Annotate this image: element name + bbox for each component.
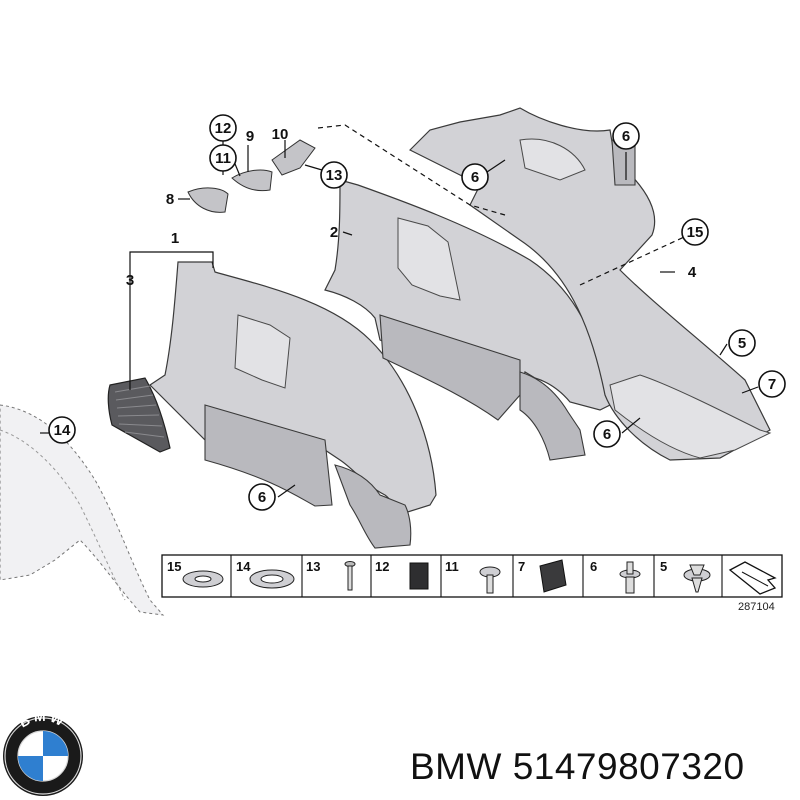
callout-12-circle: [209, 114, 237, 142]
svg-text:BMW: BMW: [16, 708, 69, 731]
callout-10: 10: [272, 126, 289, 143]
callout-5: 5: [738, 335, 746, 352]
legend-11: 11: [445, 559, 459, 574]
callout-4: 4: [688, 264, 697, 281]
brand-caption: BMW 51479807320: [410, 746, 745, 787]
callout-14: 14: [54, 422, 71, 439]
direction-arrow-icon: [728, 561, 777, 595]
callout-6d-circle: [248, 483, 276, 511]
callout-6a: 6: [471, 169, 479, 186]
callout-11-circle: [209, 144, 237, 172]
callout-14-circle: [48, 416, 76, 444]
legend-13: 13: [306, 559, 320, 574]
part-15-icon: [182, 570, 224, 588]
callout-6d: 6: [258, 489, 266, 506]
legend-12: 12: [375, 559, 389, 574]
part-13-icon: [344, 561, 356, 591]
legend-15: 15: [167, 559, 181, 574]
callout-1: 1: [171, 230, 179, 247]
part-3-grille: [107, 377, 171, 453]
part-6-icon: [619, 561, 641, 594]
callout-11: 11: [215, 150, 231, 167]
callout-6c: 6: [603, 426, 611, 443]
callout-8: 8: [166, 191, 174, 208]
callout-13-circle: [320, 161, 348, 189]
part-11-icon: [479, 566, 501, 594]
callout-7-circle: [758, 370, 786, 398]
legend-7: 7: [518, 559, 525, 574]
bmw-logo: BMW: [3, 708, 83, 796]
part-2-centre-trim-panel: [324, 179, 611, 461]
callout-13: 13: [326, 167, 343, 184]
part-7-icon: [539, 559, 567, 593]
part-4-right-trim-panel: [408, 107, 771, 461]
callout-3: 3: [126, 272, 134, 289]
fastener-legend: 15 14 13 12 11 7 6 5: [161, 554, 783, 613]
callout-7: 7: [768, 376, 776, 393]
clip-parts: [187, 139, 316, 213]
callout-9: 9: [246, 128, 254, 145]
diagram-code: 287104: [738, 601, 775, 613]
legend-14: 14: [236, 559, 251, 574]
logo-letters: BMW: [16, 708, 66, 731]
part-12-icon: [409, 562, 429, 590]
legend-6: 6: [590, 559, 597, 574]
part-14-icon: [249, 569, 295, 589]
callout-6b: 6: [622, 128, 630, 145]
callout-6c-circle: [593, 420, 621, 448]
callout-15-circle: [681, 218, 709, 246]
callout-5-circle: [728, 329, 756, 357]
callout-6a-circle: [461, 163, 489, 191]
callout-12: 12: [215, 120, 232, 137]
part-7-floor-trim: [609, 374, 772, 459]
callout-15: 15: [687, 224, 704, 241]
part-5-icon: [683, 564, 711, 593]
legend-5: 5: [660, 559, 667, 574]
callout-6b-circle: [612, 122, 640, 150]
callout-2: 2: [330, 224, 338, 241]
part-1-left-trim-panel: [149, 261, 437, 549]
callouts: 12 9 10 11 13 8 1 3 2 6 6 15 4 5 7 6 14 …: [48, 114, 786, 511]
